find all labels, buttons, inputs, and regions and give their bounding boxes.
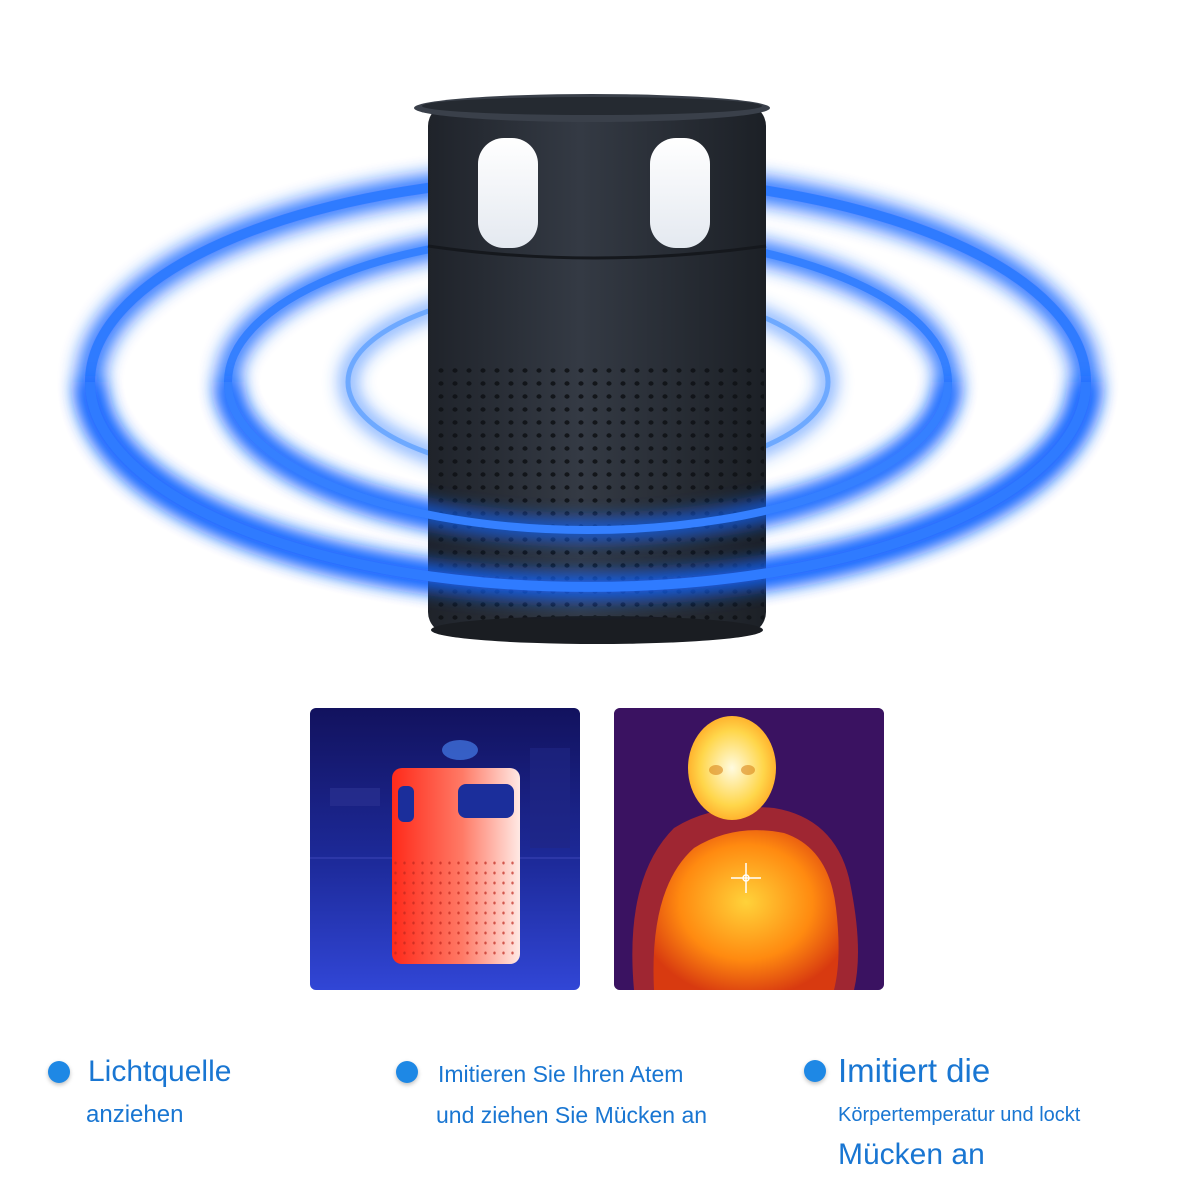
bullet-dot-icon: [804, 1060, 826, 1082]
feature-3-line-2: Körpertemperatur und lockt: [838, 1104, 1081, 1126]
mosquito-lamp-device: [414, 94, 770, 644]
bullet-dot-icon: [396, 1061, 418, 1083]
hero-product-illustration: [77, 94, 1099, 644]
feature-2-line-2: und ziehen Sie Mücken an: [436, 1102, 708, 1128]
feature-3-line-3: Mücken an: [838, 1138, 985, 1171]
feature-1-line-1: Lichtquelle: [88, 1055, 232, 1088]
feature-3-line-1: Imitiert die: [838, 1052, 991, 1089]
feature-light-source: Lichtquelle anziehen: [48, 1055, 348, 1135]
thermal-baby-thumbnail: [614, 708, 884, 990]
lamp-light-thumbnail: [310, 708, 580, 990]
feature-2-line-1: Imitieren Sie Ihren Atem: [438, 1061, 684, 1087]
light-window-left: [478, 138, 538, 248]
feature-imitate-breath: Imitieren Sie Ihren Atem und ziehen Sie …: [396, 1058, 776, 1138]
crosshair-icon: [731, 863, 761, 893]
glow-rings-front: [77, 381, 1099, 600]
bullet-dot-icon: [48, 1061, 70, 1083]
feature-1-line-2: anziehen: [86, 1101, 184, 1128]
feature-body-temperature: Imitiert die Körpertemperatur und lockt …: [804, 1052, 1194, 1182]
light-window-right: [650, 138, 710, 248]
